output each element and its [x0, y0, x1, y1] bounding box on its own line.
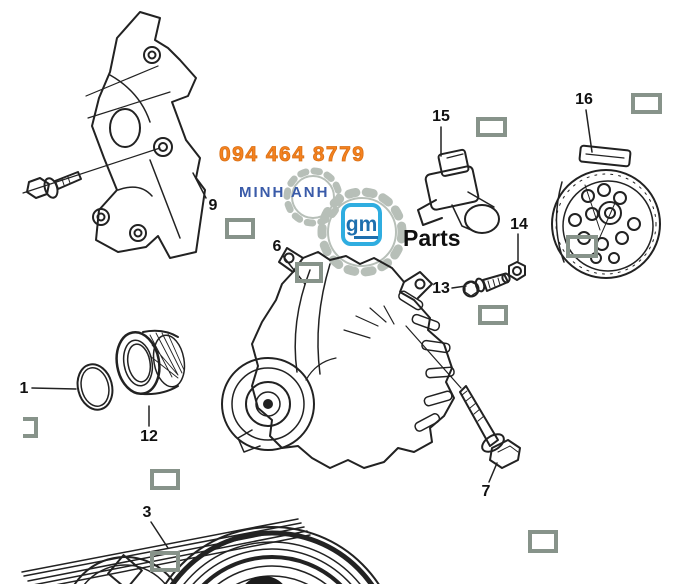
part-hotspot-box[interactable] — [225, 218, 255, 239]
part-9-bracket-drawing — [85, 11, 206, 259]
part-9-bolt-drawing — [22, 147, 161, 199]
part-16-rear-cover-drawing — [551, 144, 661, 279]
callout-16: 16 — [575, 91, 593, 108]
part-hotspot-box[interactable] — [150, 551, 180, 572]
part-hotspot-box[interactable] — [150, 469, 180, 490]
part-hotspot-box[interactable] — [476, 117, 507, 137]
part-hotspot-box[interactable] — [478, 305, 508, 325]
part-14-nut-drawing — [508, 261, 526, 281]
part-1-oring-drawing — [76, 363, 114, 411]
callout-15: 15 — [432, 108, 450, 125]
callout-13: 13 — [432, 280, 450, 297]
watermark-parts-label: Parts — [403, 225, 461, 251]
gm-logo: gm — [341, 203, 382, 246]
part-hotspot-box[interactable] — [295, 262, 323, 283]
part-hotspot-box[interactable] — [528, 530, 558, 553]
part-7-bolt-drawing — [405, 325, 521, 469]
callout-9: 9 — [208, 197, 218, 214]
part-15-regulator-drawing — [417, 148, 500, 234]
gear-watermark-icon — [283, 167, 407, 277]
watermark-shop-name: MINH ANH — [239, 184, 330, 201]
part-3-belt-drawing — [21, 518, 380, 584]
watermark-phone-number: 094 464 8779 — [219, 143, 366, 167]
callout-6: 6 — [272, 238, 282, 255]
callout-7: 7 — [481, 483, 491, 500]
part-12-pulley-drawing — [115, 329, 186, 396]
callout-12: 12 — [140, 428, 158, 445]
callout-1: 1 — [19, 380, 29, 397]
part-hotspot-box[interactable] — [23, 417, 38, 438]
part-hotspot-box[interactable] — [631, 93, 662, 114]
part-hotspot-box[interactable] — [566, 235, 598, 258]
part-13-bolt-drawing — [462, 272, 511, 298]
part-6-alternator-drawing — [221, 247, 455, 469]
callout-3: 3 — [142, 504, 152, 521]
gm-logo-text: gm — [345, 213, 378, 239]
callout-14: 14 — [510, 216, 528, 233]
